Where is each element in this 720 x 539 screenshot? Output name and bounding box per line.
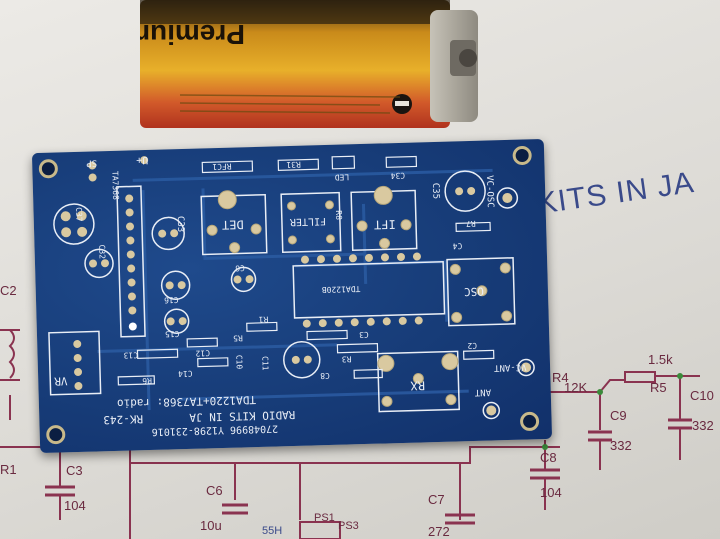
silk-c34: C34 [390, 170, 406, 181]
silk-title3: RK-243 [103, 412, 144, 427]
paper-label-c9-value: 332 [610, 438, 632, 453]
paper-label-ps1: PS1 [314, 512, 335, 524]
silk-c10: C10 [234, 354, 244, 370]
paper-label-r5-value: 1.5k [648, 352, 673, 367]
silk-c33: C33 [174, 215, 186, 233]
paper-label-c10: C10 [690, 388, 714, 403]
silk-sp: SP [86, 157, 98, 168]
paper-label-c3: C3 [66, 463, 83, 478]
silk-osc: OSC [463, 284, 484, 299]
silk-ta7368: TA7368 [110, 170, 121, 200]
paper-label-c6-value: 10u [200, 518, 222, 533]
silk-c6: C6 [235, 263, 245, 273]
silk-c35: C35 [430, 182, 441, 200]
paper-label-c8: C8 [540, 450, 557, 465]
paper-label-r4: R4 [552, 370, 569, 385]
silk-c37: C37 [74, 207, 84, 222]
silk-c15: C15 [164, 329, 180, 339]
battery-brand-label: Premium cell [140, 19, 245, 50]
silk-c12: C12 [195, 348, 211, 358]
paper-label-c9: C9 [610, 408, 627, 423]
silk-r3: R3 [341, 354, 352, 364]
silk-r5: R5 [233, 333, 243, 343]
silk-rx: RX [410, 378, 426, 393]
pcb-traces [38, 146, 540, 445]
paper-label-r1: R1 [0, 462, 17, 477]
silk-c8: C8 [320, 370, 331, 381]
silk-det: DET [221, 217, 244, 232]
paper-label-c2: C2 [0, 283, 17, 298]
paper-label-r5: R5 [650, 380, 667, 395]
paper-label-ps3: PS3 [338, 520, 359, 532]
silk-c11: C11 [260, 355, 270, 371]
silk-r8: R8 [333, 210, 344, 221]
pcb-board: SP U+ RFC1 R31 LED C34 C35 VC-OSC TA7368… [31, 138, 553, 454]
silk-c4: C4 [452, 241, 463, 251]
paper-label-c7-value: 272 [428, 524, 450, 539]
silk-vc-osc: VC-OSC [483, 175, 495, 208]
silk-r7: R7 [465, 218, 476, 229]
paper-label-55h: 55H [262, 525, 283, 537]
paper-label-c6: C6 [206, 483, 223, 498]
silk-c16: C16 [163, 295, 179, 305]
silk-ant: ANT [474, 386, 492, 397]
silk-u-plus: U+ [135, 153, 149, 166]
silk-r31: R31 [286, 159, 301, 170]
silk-c14: C14 [177, 368, 193, 379]
paper-label-c7: C7 [428, 492, 445, 507]
silk-c32: C32 [97, 244, 107, 260]
silk-c2: C2 [467, 340, 478, 351]
silk-c13: C13 [123, 350, 139, 360]
silk-r1: R1 [258, 314, 269, 324]
battery-9v: Premium cell [140, 0, 478, 128]
silk-led: LED [334, 172, 350, 182]
silk-vr: VR [54, 374, 68, 388]
silk-ift: IFT [373, 217, 396, 232]
silk-r6: R6 [142, 375, 153, 386]
silk-tda1220b: TDA1220B [321, 284, 361, 295]
silk-filter: FILTER [289, 215, 327, 228]
silk-c3: C3 [358, 329, 369, 340]
paper-label-c8-value: 104 [540, 485, 562, 500]
paper-label-r4-value: 12K [564, 380, 588, 395]
paper-label-c10-value: 332 [692, 418, 714, 433]
paper-label-c3-value: 104 [64, 498, 86, 513]
silk-rfc1: RFC1 [212, 161, 232, 172]
silk-vc-ant: VC-ANT [493, 361, 527, 373]
